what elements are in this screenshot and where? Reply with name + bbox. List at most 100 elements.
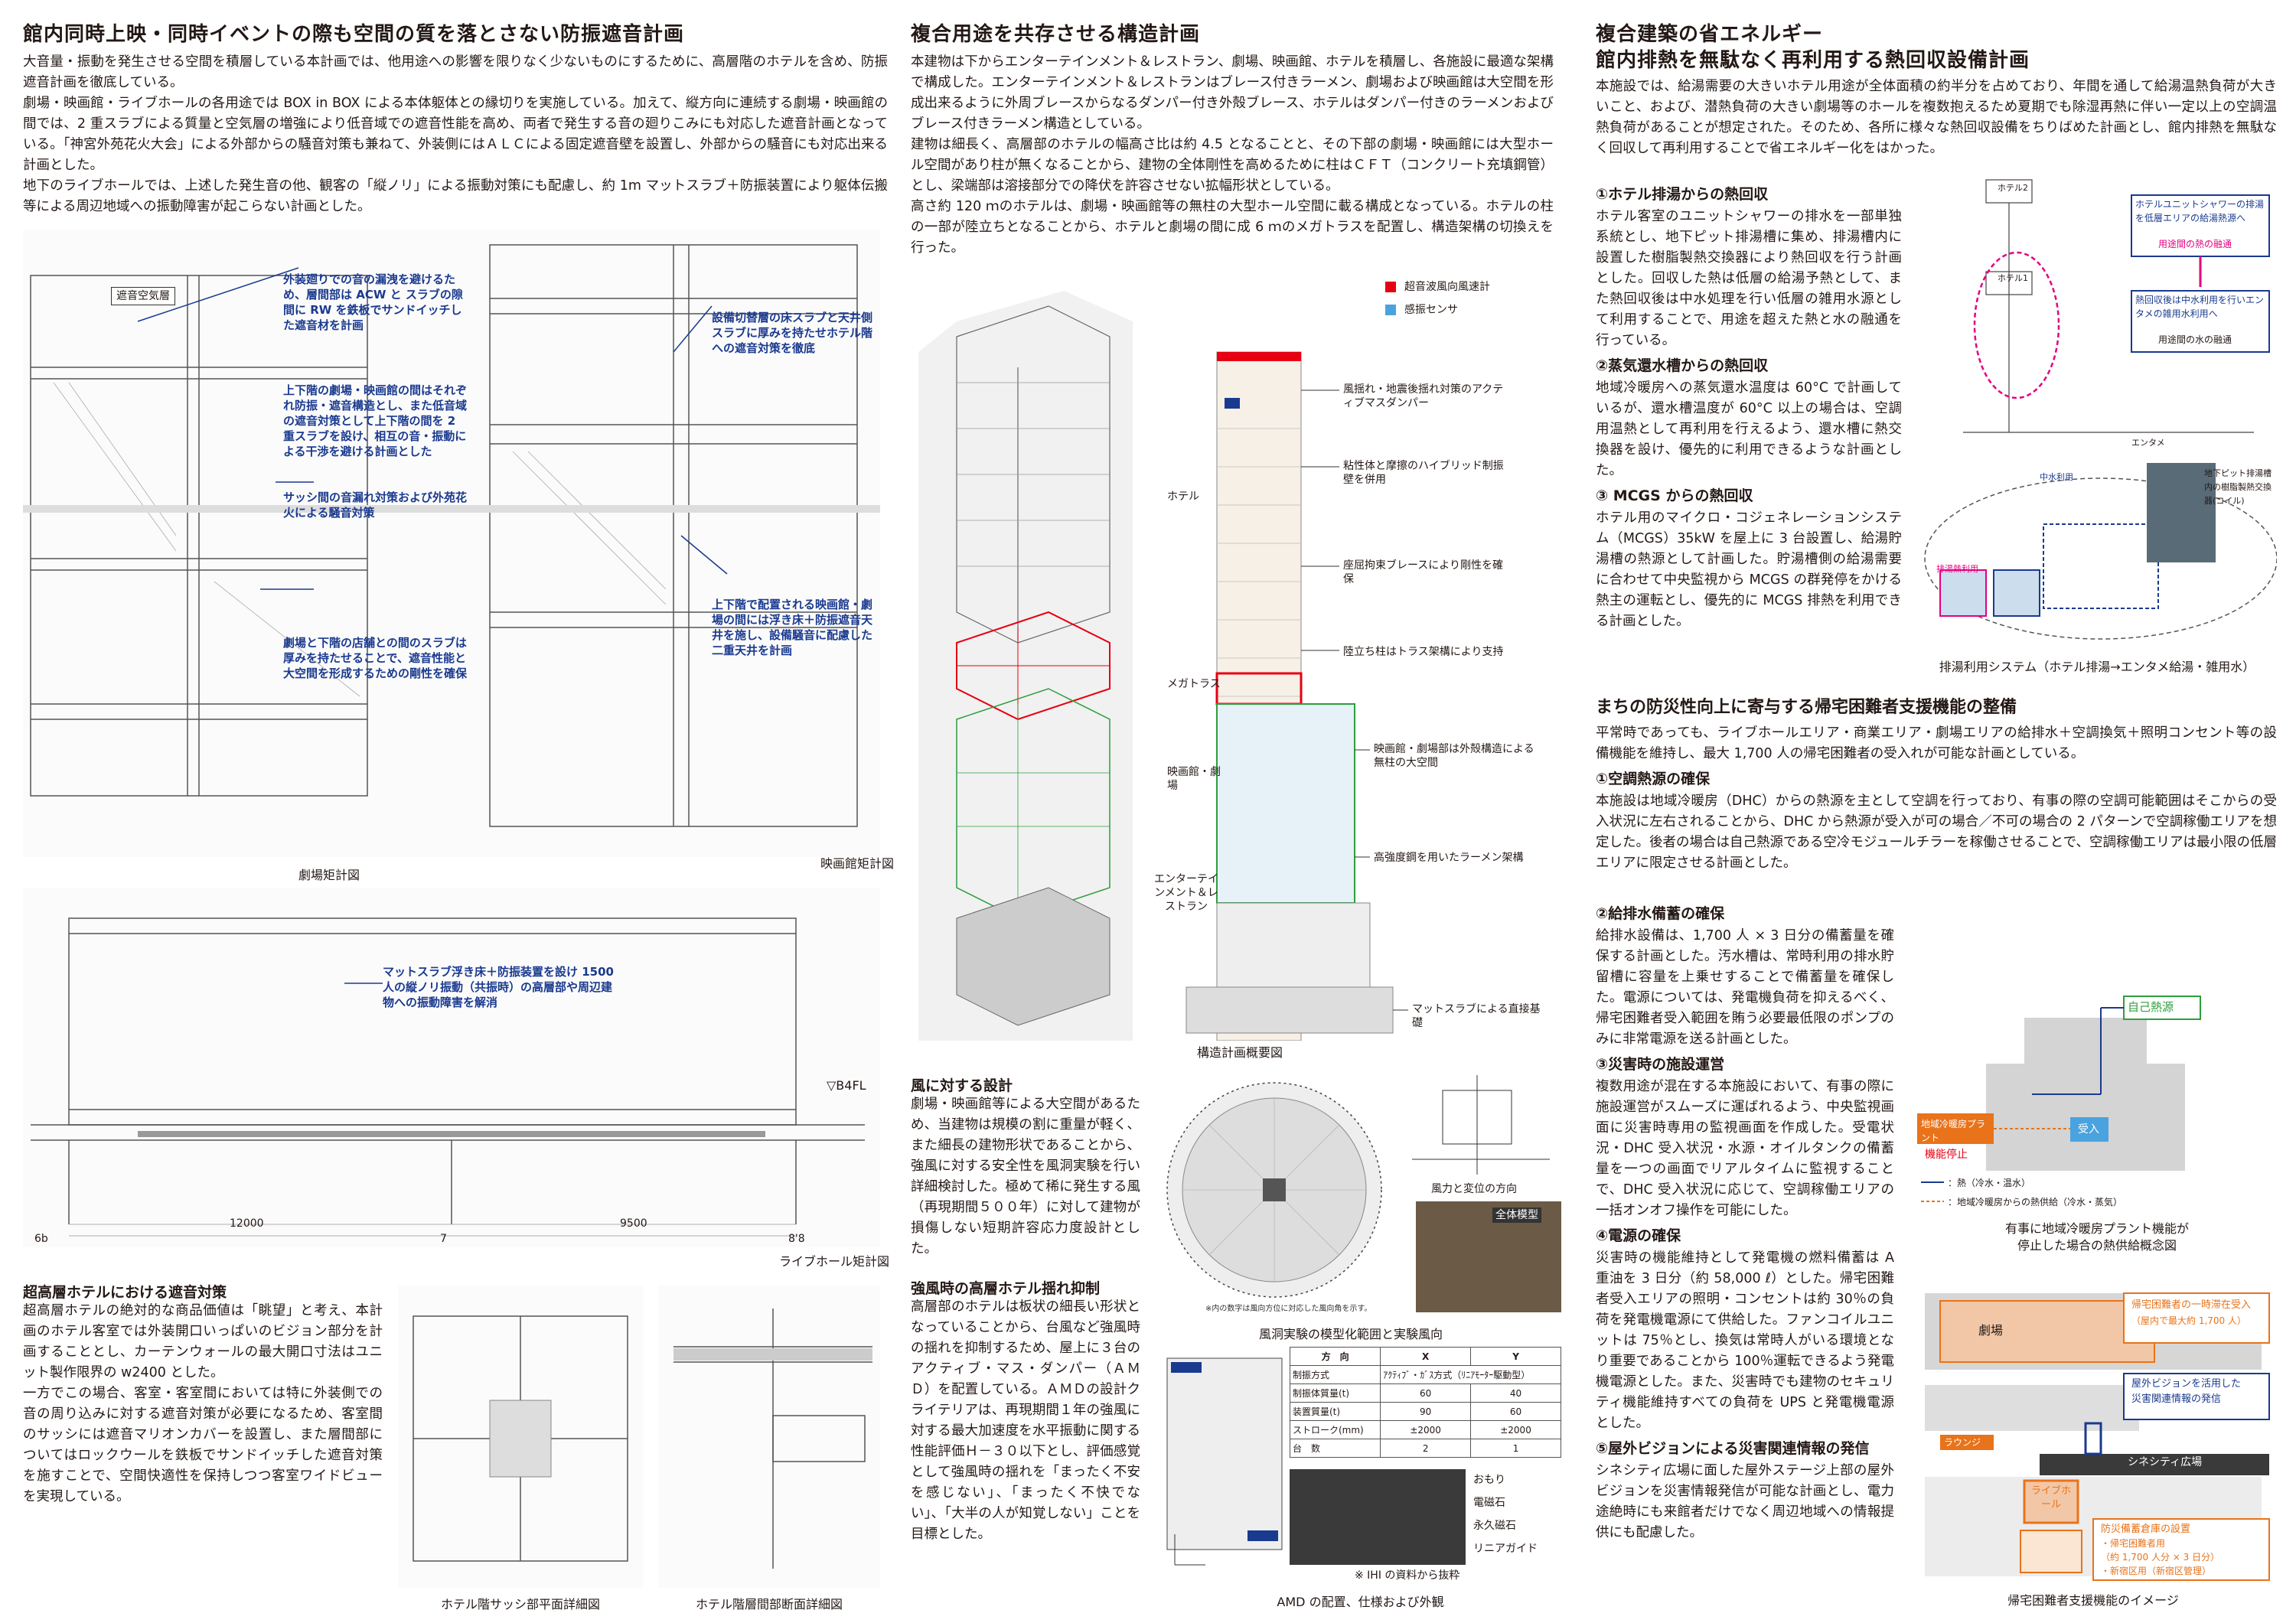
cell: 2 bbox=[1380, 1439, 1472, 1458]
caption-drain-system: 排湯利用システム（ホテル排湯→エンタメ給湯・雑用水） bbox=[1939, 660, 2255, 674]
cell: 制振体質量(t) bbox=[1289, 1383, 1381, 1403]
disaster-h1: ①空調熱源の確保 bbox=[1596, 771, 1711, 787]
amd-table: 方 向 X Y 制振方式 ｱｸﾃｨﾌﾞ・ｶﾞｽ方式（ﾘﾆｱﾓｰﾀｰ駆動型） 制振… bbox=[1289, 1347, 1561, 1458]
disaster-p4: 災害時の機能維持として発電機の燃料備蓄は A 重油を 3 日分（約 58,000… bbox=[1596, 1250, 1894, 1431]
energy-intro: 本施設では、給湯需要の大きいホテル用途が全体面積の約半分を占めており、年間を通し… bbox=[1596, 77, 2277, 159]
structure-text: 本建物は下からエンターテインメント＆レストラン、劇場、映画館、ホテルを積層し、各… bbox=[911, 52, 1554, 259]
disaster-h2: ②給排水備蓄の確保 bbox=[1596, 905, 1725, 922]
zone-hotel: ホテル bbox=[1167, 490, 1199, 503]
disaster-h3: ③災害時の施設運営 bbox=[1596, 1056, 1725, 1073]
cell: 40 bbox=[1470, 1383, 1561, 1403]
img-note-1a: 帰宅困難者の一時滞在受入 bbox=[2131, 1299, 2252, 1311]
acoustics-p2: 劇場・映画館・ライブホールの各用途では BOX in BOX による本体躯体との… bbox=[23, 96, 888, 173]
wind-model-label: 全体模型 bbox=[1492, 1207, 1541, 1223]
zone-megatruss: メガトラス bbox=[1167, 678, 1221, 690]
img-note-2a: 屋外ビジョンを活用した bbox=[2131, 1378, 2242, 1390]
diag-note-water: 用途間の水の融通 bbox=[2158, 334, 2232, 345]
grid-8: 8'8 bbox=[788, 1233, 805, 1245]
amd-part-linear-guide: リニアガイド bbox=[1473, 1543, 1538, 1555]
callout-truss: 陸立ち柱はトラス架構により支持 bbox=[1343, 646, 1504, 658]
heat-recovery-p2: 地域冷暖房への蒸気還水温度は 60°C で計画しているが、還水槽温度が 60°C… bbox=[1596, 380, 1902, 478]
disaster-title: まちの防災性向上に寄与する帰宅困難者支援機能の整備 bbox=[1596, 698, 2017, 717]
img-note-3b: ・帰宅困難者用 bbox=[2101, 1538, 2166, 1549]
wind-rose: ※内の数字は風向方位に対応した風向角を示す。 bbox=[1159, 1067, 1389, 1320]
disaster-intro: 平常時であっても、ライブホールエリア・商業エリア・劇場エリアの給排水＋空調換気＋… bbox=[1596, 723, 2277, 874]
th-y: Y bbox=[1470, 1347, 1561, 1366]
note-double-slab: 上下階の劇場・映画館の間はそれぞれ防振・遮音構造とし、また低音域の遮音対策として… bbox=[283, 383, 468, 458]
table-row: 制振方式 ｱｸﾃｨﾌﾞ・ｶﾞｽ方式（ﾘﾆｱﾓｰﾀｰ駆動型） bbox=[1289, 1365, 1561, 1384]
section-title-energy-2: 館内排熱を無駄なく再利用する熱回収設備計画 bbox=[1596, 49, 2030, 72]
heat-recovery-h2: ②蒸気還水槽からの熱回収 bbox=[1596, 357, 1769, 374]
amd-p: 高層部のホテルは板状の細長い形状となっていることから、台風など強風時の揺れを抑制… bbox=[911, 1299, 1140, 1542]
cell: 台 数 bbox=[1289, 1439, 1381, 1458]
sash-plan-detail bbox=[398, 1286, 643, 1588]
disaster-p: 平常時であっても、ライブホールエリア・商業エリア・劇場エリアの給排水＋空調換気＋… bbox=[1596, 725, 2277, 761]
drain-heat-svg bbox=[1924, 179, 2277, 640]
sash-section-detail bbox=[658, 1286, 880, 1588]
structure-p2: 建物は細長く、高層部のホテルの幅高さ比は約 4.5 となることと、その下部の劇場… bbox=[911, 137, 1554, 194]
wind-change-label: 風力と変位の方向 bbox=[1431, 1183, 1517, 1195]
wind-p: 劇場・映画館等による大空間があるため、当建物は規模の割に重量が軽く、また細長の建… bbox=[911, 1097, 1140, 1256]
drain-heat-diagram bbox=[1917, 172, 2277, 654]
structure-p1: 本建物は下からエンターテインメント＆レストラン、劇場、映画館、ホテルを積層し、各… bbox=[911, 54, 1554, 132]
diag-note-heat: 用途間の熱の融通 bbox=[2158, 239, 2232, 249]
cell: ｱｸﾃｨﾌﾞ・ｶﾞｽ方式（ﾘﾆｱﾓｰﾀｰ駆動型） bbox=[1380, 1365, 1561, 1384]
heat-recovery-text: ①ホテル排湯からの熱回収 ホテル客室のユニットシャワーの排水を一部単独系統とし、… bbox=[1596, 180, 1902, 632]
caption-heat-2: 停止した場合の熱供給概念図 bbox=[2017, 1238, 2177, 1253]
caption-support-image: 帰宅困難者支援機能のイメージ bbox=[2007, 1593, 2179, 1608]
isometric-frame bbox=[911, 275, 1148, 1041]
acoustics-p3: 地下のライブホールでは、上述した発生音の他、観客の「縦ノリ」による振動対策にも配… bbox=[23, 178, 888, 214]
structure-p3: 高さ約 120 ｍのホテルは、劇場・映画館等の無柱の大型ホール空間に載る構成とな… bbox=[911, 199, 1554, 256]
amd-plan-svg bbox=[1166, 1357, 1283, 1566]
structural-section-svg bbox=[1186, 282, 1408, 1041]
img-plaza: シネシティ広場 bbox=[2128, 1456, 2203, 1468]
dim-12000: 12000 bbox=[230, 1217, 264, 1230]
acoustics-text: 大音量・振動を発生させる空間を積層している本計画では、他用途への影響を限りなく少… bbox=[23, 52, 888, 217]
heat-legend-2: ：地域冷暖房からの熱供給（冷水・蒸気） bbox=[1948, 1197, 2123, 1207]
amd-photo bbox=[1290, 1469, 1466, 1565]
diag-note-shower: ホテルユニットシャワーの排湯を低層エリアの給湯熱源へ bbox=[2135, 199, 2265, 223]
hotel-acoustics-p1: 超高層ホテルの絶対的な商品価値は「眺望」と考え、本計画のホテル客室では外装開口い… bbox=[23, 1303, 383, 1380]
table-row: 制振体質量(t) 60 40 bbox=[1289, 1383, 1561, 1403]
wind-title: 風に対する設計 bbox=[911, 1077, 1013, 1094]
table-row: ストローク(mm) ±2000 ±2000 bbox=[1289, 1420, 1561, 1439]
wind-rose-icon: ※内の数字は風向方位に対応した風向角を示す。 bbox=[1166, 1082, 1382, 1313]
callout-brace: 座屈拘束ブレースにより剛性を確保 bbox=[1343, 559, 1504, 585]
energy-p1: 本施設では、給湯需要の大きいホテル用途が全体面積の約半分を占めており、年間を通し… bbox=[1596, 79, 2277, 156]
img-live: ライブホール bbox=[2030, 1485, 2071, 1511]
disaster-p3: 複数用途が混在する本施設において、有事の際に施設運営がスムーズに運ばれるよう、中… bbox=[1596, 1079, 1894, 1218]
grid-7: 7 bbox=[440, 1233, 447, 1245]
note-mat-slab: マットスラブ浮き床＋防振装置を設け 1500 人の縦ノリ振動（共振時）の高層部や… bbox=[383, 965, 614, 1009]
disaster-h4: ④電源の確保 bbox=[1596, 1227, 1681, 1244]
amd-text: 高層部のホテルは板状の細長い形状となっていることから、台風など強風時の揺れを抑制… bbox=[911, 1297, 1140, 1545]
column-structure: 複合用途を共存させる構造計画 本建物は下からエンターテインメント＆レストラン、劇… bbox=[911, 0, 1561, 1623]
sash-section-svg bbox=[673, 1309, 872, 1569]
zone-theater: 映画館・劇場 bbox=[1167, 766, 1221, 792]
amd-title: 強風時の高層ホテル揺れ抑制 bbox=[911, 1280, 1101, 1297]
zone-entertainment: エンターテインメント＆レストラン bbox=[1154, 873, 1218, 913]
cell: 60 bbox=[1470, 1402, 1561, 1421]
legend-anemometer: 超音波風向風速計 bbox=[1404, 281, 1490, 293]
cell: 60 bbox=[1380, 1383, 1472, 1403]
cell: ±2000 bbox=[1470, 1420, 1561, 1439]
disaster-h5: ⑤屋外ビジョンによる災害関連情報の発信 bbox=[1596, 1440, 1870, 1457]
note-exterior-seal: 外装廻りでの音の漏洩を避けるため、層間部は ACW と スラブの隙間に RW を… bbox=[283, 272, 463, 332]
section-title-acoustics: 館内同時上映・同時イベントの際も空間の質を落とさない防振遮音計画 bbox=[23, 23, 685, 46]
disaster-p5: シネシティ広場に面した屋外ステージ上部の屋外ビジョンを災害情報発信が可能な計画と… bbox=[1596, 1463, 1894, 1540]
note-slab-thickness: 設備切替層の床スラブと天井側スラブに厚みを持たせホテル階への遮音対策を徹底 bbox=[712, 311, 873, 355]
caption-wind: 風洞実験の模型化範囲と実験風向 bbox=[1258, 1327, 1443, 1341]
hotel-acoustics-p2: 一方でこの場合、客室・客室間においては特に外装側での音の周り込みに対する遮音対策… bbox=[23, 1386, 383, 1504]
heat-stop-label: 機能停止 bbox=[1925, 1149, 1968, 1161]
hotel-acoustics-title: 超高層ホテルにおける遮音対策 bbox=[23, 1284, 227, 1301]
section-title-energy-1: 複合建築の省エネルギー bbox=[1596, 23, 1824, 46]
structural-section bbox=[1156, 275, 1554, 1041]
diag-note-graywater: 熱回収後は中水利用を行いエンタメの雑用水利用へ bbox=[2135, 295, 2265, 319]
th-x: X bbox=[1380, 1347, 1472, 1366]
amd-part-magnet: 永久磁石 bbox=[1473, 1520, 1516, 1532]
isometric-frame-svg bbox=[918, 291, 1133, 1041]
img-note-3c: （約 1,700 人分 × 3 日分） bbox=[2101, 1552, 2220, 1563]
caption-live-section: ライブホール矩計図 bbox=[778, 1254, 889, 1269]
disaster-p1: 本施設は地域冷暖房（DHC）からの熱源を主として空調を行っており、有事の際の空調… bbox=[1596, 794, 2277, 871]
disaster-p2: 給排水設備は、1,700 人 × 3 日分の備蓄量を確保する計画とした。汚水槽は… bbox=[1596, 928, 1894, 1047]
caption-sash-section: ホテル階層間部断面詳細図 bbox=[695, 1597, 843, 1612]
